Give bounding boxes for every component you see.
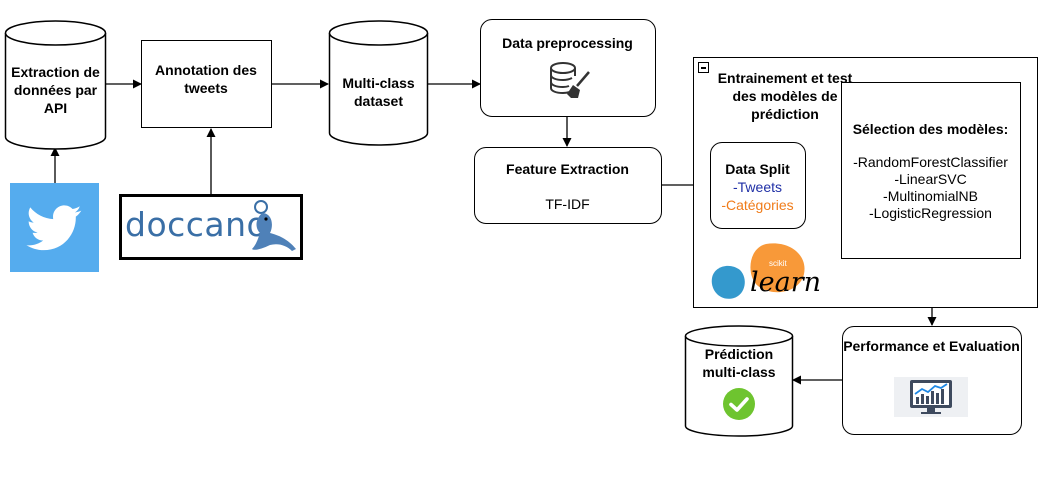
checkmark-icon <box>723 388 755 420</box>
feature-extraction-title: Feature Extraction <box>506 161 629 177</box>
model-item: -RandomForestClassifier <box>853 154 1008 170</box>
annotation-label: Annotation des tweets <box>155 62 257 96</box>
model-selection-title: Sélection des modèles: <box>852 121 1009 137</box>
performance-label: Performance et Evaluation <box>843 338 1020 354</box>
doccano-logo: doccano <box>119 194 303 260</box>
performance-node: Performance et Evaluation <box>842 326 1022 435</box>
collapse-icon[interactable] <box>698 62 709 73</box>
sklearn-small-text: scikit <box>769 259 787 268</box>
dataset-node: Multi-class dataset <box>328 20 429 146</box>
preprocessing-node: Data preprocessing <box>480 19 656 117</box>
data-split-title: Data Split <box>725 161 790 177</box>
feature-extraction-method: TF-IDF <box>545 196 590 212</box>
cylinder-shape <box>684 325 794 437</box>
twitter-logo <box>10 183 99 272</box>
analytics-monitor-icon <box>894 377 968 417</box>
sklearn-big-text: learn <box>750 267 822 298</box>
doccano-wordmark: doccano <box>125 205 268 244</box>
twitter-icon <box>26 205 82 251</box>
extraction-node: Extraction de données par API <box>4 20 107 150</box>
model-item: -LinearSVC <box>894 171 967 187</box>
model-selection-node: Sélection des modèles: -RandomForestClas… <box>841 82 1021 259</box>
prediction-label: Prédiction multi-class <box>702 346 776 380</box>
data-split-node: Data Split -Tweets -Catégories <box>710 142 806 229</box>
cylinder-shape <box>4 20 107 150</box>
model-item: -LogisticRegression <box>869 205 992 221</box>
sklearn-logo: scikit learn <box>708 240 822 302</box>
seal-icon <box>252 200 296 251</box>
annotation-node: Annotation des tweets <box>141 40 272 128</box>
sklearn-shapes <box>711 243 805 299</box>
dataset-label: Multi-class dataset <box>342 75 415 109</box>
data-split-categories: -Catégories <box>721 197 794 213</box>
database-brush-icon <box>550 62 590 98</box>
cylinder-shape <box>328 20 429 146</box>
prediction-node: Prédiction multi-class <box>684 324 794 438</box>
feature-extraction-node: Feature Extraction TF-IDF <box>474 147 662 224</box>
model-item: -MultinomialNB <box>883 188 978 204</box>
extraction-label: Extraction de données par API <box>11 64 100 116</box>
preprocessing-label: Data preprocessing <box>502 35 633 51</box>
data-split-tweets: -Tweets <box>732 179 782 195</box>
training-group-label: Entrainement et test des modèles de préd… <box>717 70 853 122</box>
